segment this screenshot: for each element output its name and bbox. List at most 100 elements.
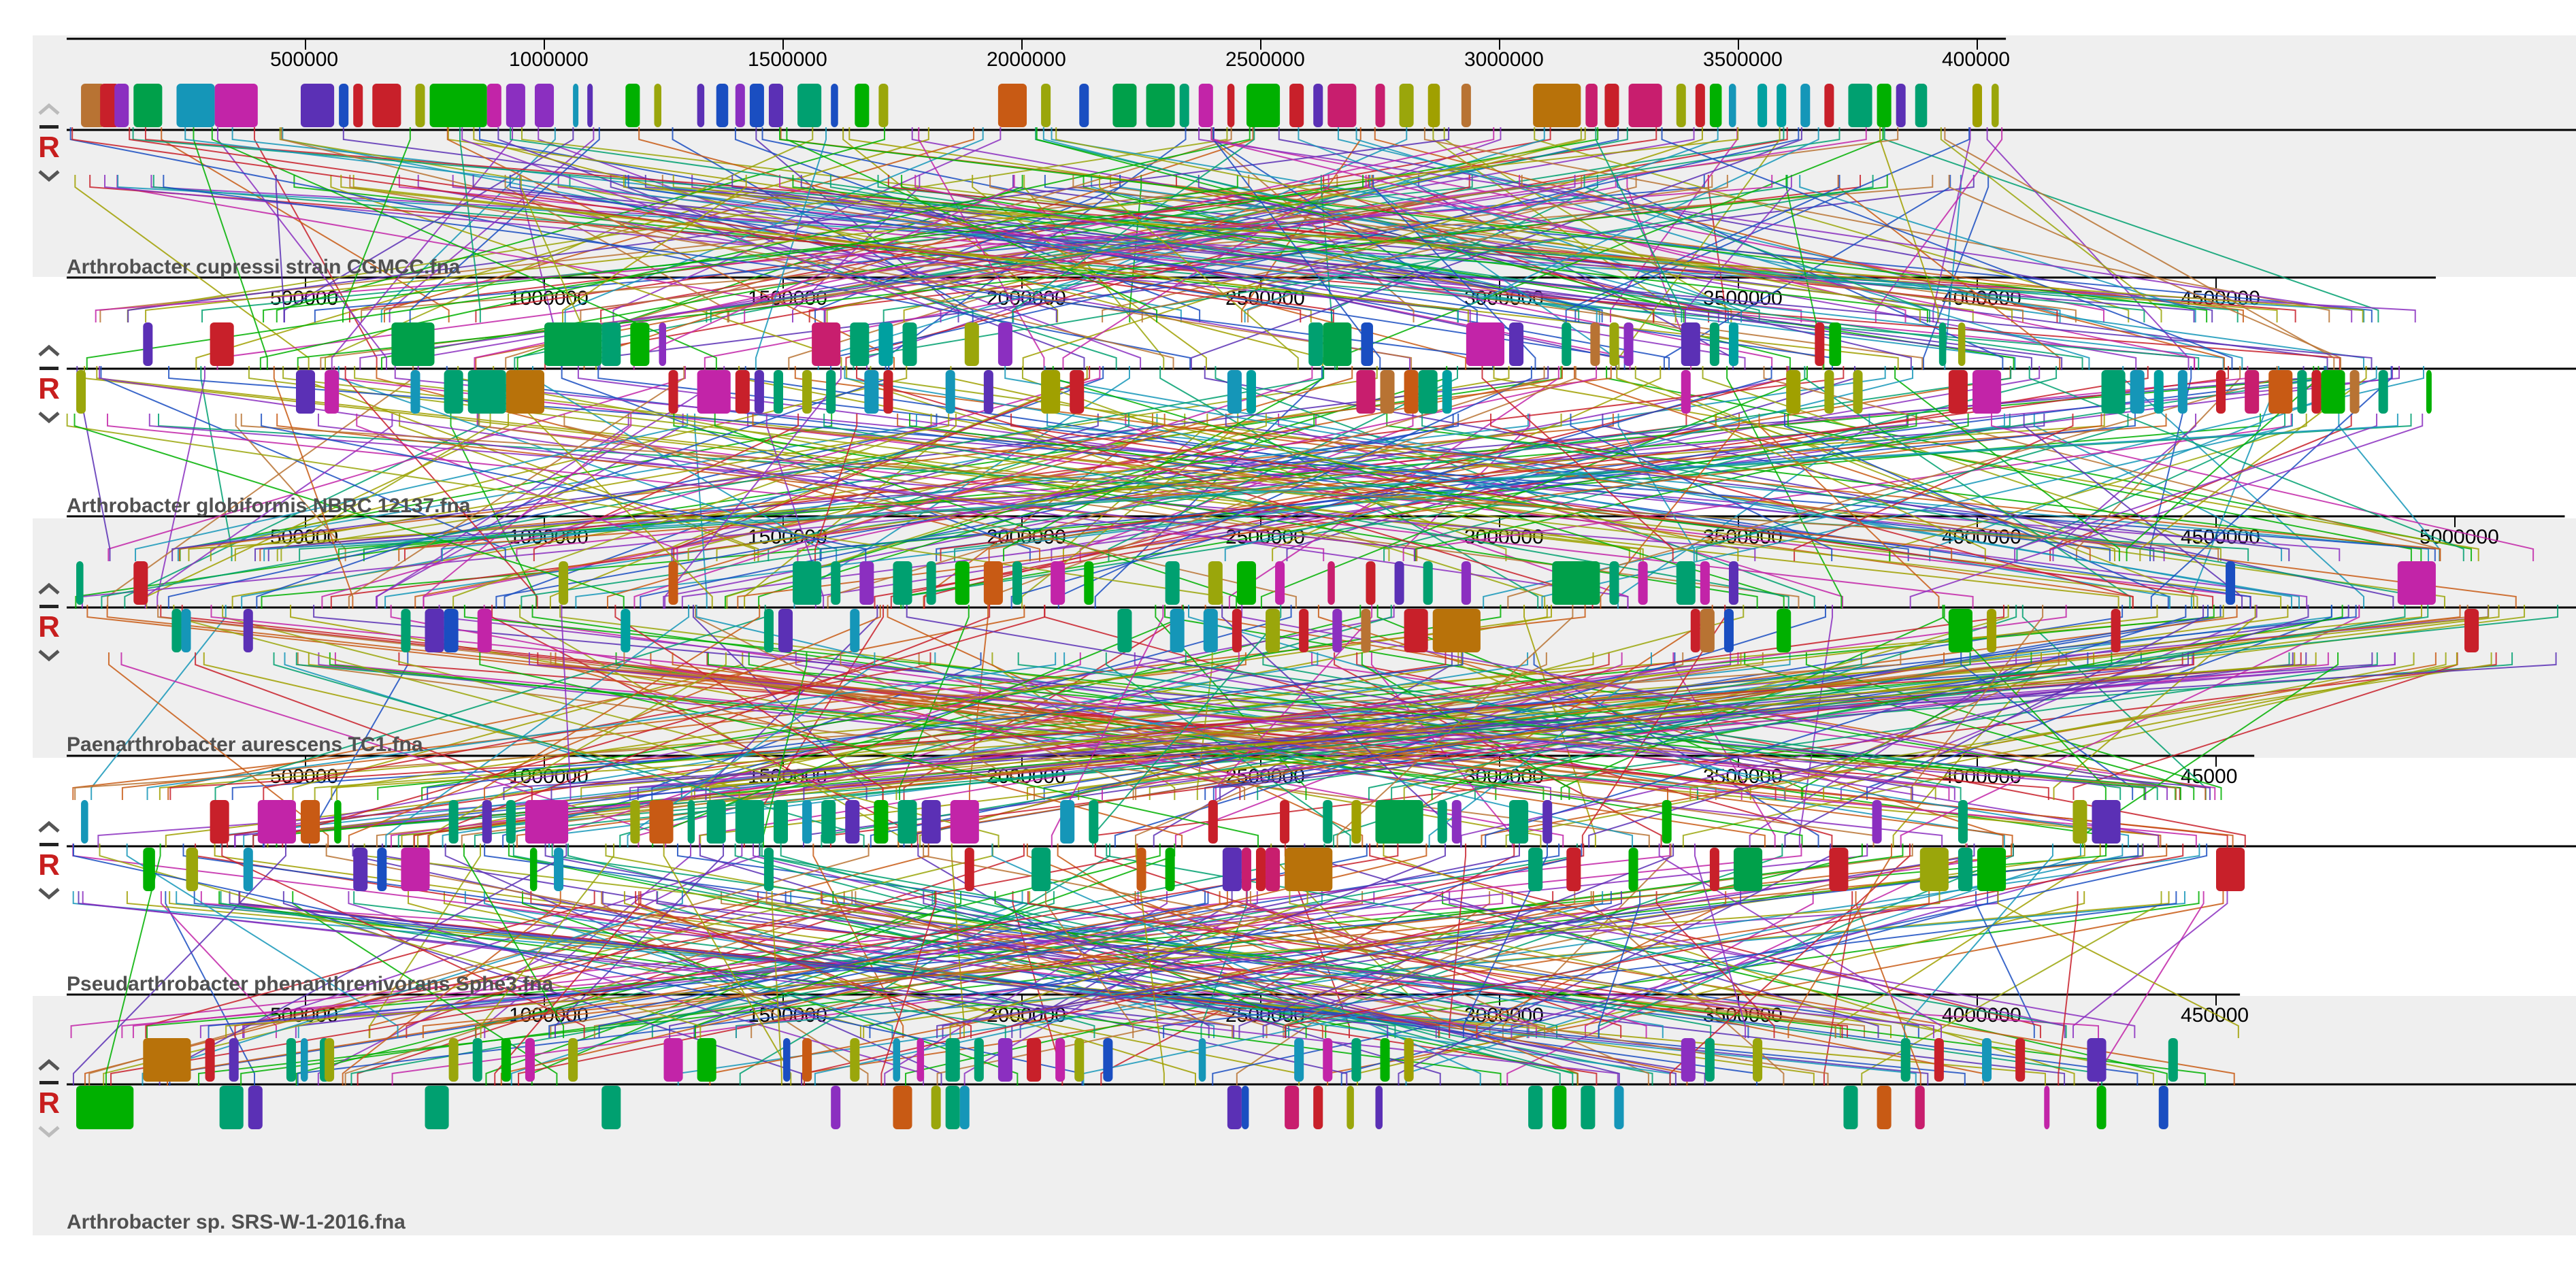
alignment-line — [385, 605, 690, 848]
alignment-line — [2150, 366, 2392, 609]
alignment-line — [554, 844, 725, 1038]
lcb-block-forward — [859, 561, 874, 605]
lcb-block-forward — [1585, 84, 1598, 127]
lcb-block-reverse — [1117, 609, 1132, 652]
lcb-block-forward — [1815, 322, 1825, 366]
alignment-line — [1257, 605, 2429, 800]
alignment-line — [1383, 844, 2075, 1086]
reverse-button[interactable]: R — [38, 131, 60, 164]
lcb-block-forward — [501, 1038, 511, 1082]
ruler-tick-label: 450000 — [2181, 1004, 2249, 1027]
expand-down-icon[interactable] — [33, 163, 65, 190]
minus-icon[interactable] — [39, 125, 59, 129]
alignment-line — [342, 127, 2032, 370]
alignment-line — [1198, 127, 2353, 322]
alignment-line — [869, 844, 1583, 1038]
alignment-line — [117, 175, 2365, 322]
alignment-line — [1044, 175, 2373, 322]
reverse-button[interactable]: R — [38, 372, 60, 405]
alignment-line — [2139, 366, 2367, 561]
lcb-block-forward — [1236, 561, 1256, 605]
reverse-button[interactable]: R — [38, 1086, 60, 1120]
collapse-up-icon[interactable] — [33, 813, 65, 840]
alignment-line — [342, 127, 411, 322]
lcb-block-forward — [1824, 84, 1834, 127]
alignment-line — [234, 414, 950, 561]
lcb-block-forward — [893, 561, 912, 605]
expand-down-icon[interactable] — [33, 642, 65, 669]
lcb-block-forward — [1681, 322, 1700, 366]
alignment-line — [1185, 652, 2121, 800]
alignment-line — [1428, 652, 1652, 848]
alignment-line — [210, 366, 908, 561]
alignment-line — [234, 652, 2396, 848]
collapse-up-icon[interactable] — [33, 1051, 65, 1078]
collapse-up-icon[interactable] — [33, 575, 65, 602]
collapse-up-icon[interactable] — [33, 337, 65, 364]
alignment-line — [171, 366, 1549, 561]
lcb-block-forward — [1958, 800, 1968, 844]
alignment-line — [786, 127, 1158, 322]
lcb-block-forward — [735, 800, 764, 844]
alignment-line — [380, 127, 556, 322]
lcb-block-forward — [1757, 84, 1768, 127]
expand-down-icon[interactable] — [33, 880, 65, 907]
reverse-button[interactable]: R — [38, 848, 60, 882]
lcb-block-forward — [797, 84, 822, 127]
alignment-line — [814, 414, 858, 561]
lcb-block-reverse — [826, 370, 836, 414]
alignment-line — [1368, 652, 1971, 800]
lcb-block-forward — [429, 84, 487, 127]
expand-down-icon[interactable] — [33, 1118, 65, 1146]
alignment-line — [1027, 891, 1843, 1038]
minus-icon[interactable] — [39, 605, 59, 608]
alignment-line — [905, 844, 1863, 1086]
alignment-line — [292, 891, 558, 1086]
lcb-block-forward — [1938, 322, 1947, 366]
lcb-block-reverse — [1246, 370, 1256, 414]
lcb-block-forward — [76, 561, 84, 605]
lcb-block-forward — [1437, 800, 1447, 844]
alignment-line — [880, 891, 937, 1086]
expand-down-icon[interactable] — [33, 404, 65, 431]
lcb-block-reverse — [1347, 1086, 1354, 1129]
alignment-line — [640, 414, 1454, 609]
alignment-line — [2072, 891, 2228, 1038]
alignment-line — [1855, 891, 1921, 1086]
alignment-line — [354, 366, 2282, 609]
lcb-block-forward — [716, 84, 729, 127]
alignment-line — [1940, 127, 2162, 322]
alignment-line — [1284, 844, 1351, 1038]
minus-icon[interactable] — [39, 367, 59, 370]
alignment-line — [1663, 175, 1951, 370]
alignment-line — [829, 175, 1580, 322]
reverse-button[interactable]: R — [38, 610, 60, 644]
lcb-block-forward — [749, 84, 764, 127]
alignment-line — [1481, 366, 1674, 561]
alignment-line — [144, 127, 2296, 322]
alignment-line — [2097, 891, 2205, 1086]
alignment-line — [1602, 414, 2394, 609]
alignment-line — [693, 891, 1209, 1038]
alignment-line — [1224, 366, 1914, 561]
minus-icon[interactable] — [39, 843, 59, 846]
lcb-block-forward — [1533, 84, 1581, 127]
lcb-block-forward — [300, 1038, 308, 1082]
alignment-line — [135, 414, 689, 561]
lcb-block-forward — [325, 1038, 335, 1082]
lcb-block-forward — [783, 1038, 791, 1082]
alignment-line — [1840, 605, 2258, 800]
minus-icon[interactable] — [39, 1081, 59, 1084]
alignment-line — [1083, 175, 1791, 370]
alignment-line — [280, 414, 491, 561]
alignment-line — [923, 891, 1620, 1086]
ruler-tick-label: 3500000 — [1703, 48, 1783, 71]
collapse-up-icon[interactable] — [33, 95, 65, 122]
alignment-line — [110, 844, 1399, 1086]
lcb-block-forward — [630, 800, 640, 844]
alignment-line — [290, 605, 1542, 848]
lcb-block-forward — [257, 800, 296, 844]
alignment-line — [158, 414, 2249, 561]
alignment-line — [812, 844, 904, 1038]
